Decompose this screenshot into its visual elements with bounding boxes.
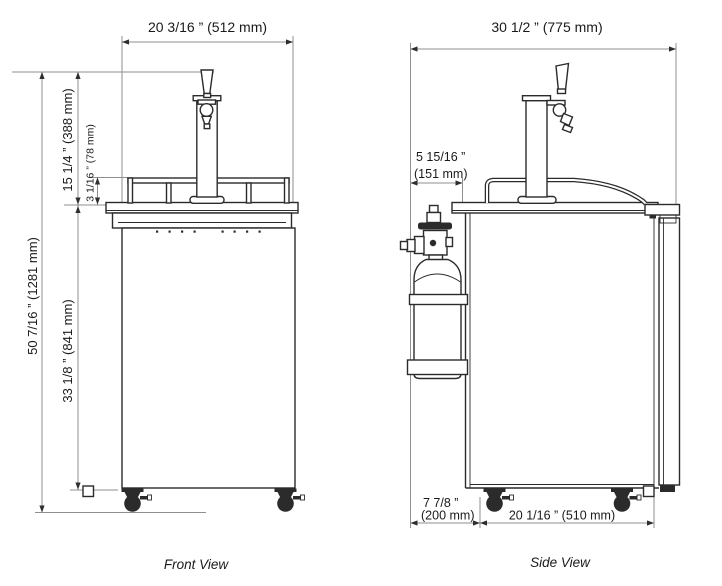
hinge-pin	[649, 214, 656, 219]
dim-label-total-height: 50 7/16 ” (1281 mm)	[25, 237, 40, 355]
tank-shoulder-seam	[414, 273, 461, 283]
faucet-body	[199, 102, 214, 117]
tap-handle-ferrule	[556, 88, 567, 95]
door-panel	[121, 227, 296, 489]
vent-holes	[156, 230, 261, 233]
arrowhead	[410, 180, 418, 186]
caster	[483, 488, 514, 512]
caster	[611, 488, 642, 512]
regulator-stem	[426, 211, 442, 224]
front-view-label: Front View	[164, 557, 230, 572]
arrowhead	[75, 72, 81, 79]
arrowhead	[669, 46, 676, 52]
regulator-stem-top	[428, 204, 439, 214]
arrowhead	[39, 72, 45, 79]
side-cabinet	[451, 201, 659, 489]
arrowhead	[94, 177, 101, 185]
arrowhead	[75, 206, 81, 213]
dim-label-tower-height: 15 1/4 ” (388 mm)	[60, 88, 75, 191]
door-top-cap	[644, 203, 681, 216]
tap-handle	[200, 69, 214, 95]
caster	[121, 488, 152, 512]
arrowhead	[75, 197, 81, 205]
co2-tank-assembly	[399, 204, 469, 380]
side-tap-tower	[517, 62, 574, 205]
dim-label-rear-clearance-in: 7 7/8 ”	[423, 496, 458, 510]
tap-handle	[555, 62, 570, 93]
tap-handle-ferrule	[203, 92, 212, 99]
front-view: 20 3/16 ” (512 mm) 50 7/16 ” (1281 mm) 1…	[12, 19, 305, 572]
arrowhead	[122, 39, 129, 45]
rail-post	[165, 182, 172, 204]
tank-strap-upper	[408, 293, 469, 306]
gauge-collar	[413, 235, 425, 255]
arrowhead	[94, 197, 101, 205]
rail-tube-outer	[484, 177, 648, 206]
counter-top	[451, 201, 659, 214]
front-tap-tower	[189, 69, 225, 205]
rail-post	[283, 177, 290, 204]
dim-label-rail-height: 3 1/16 ” (78 mm)	[85, 124, 97, 202]
dim-label-cabinet-height: 33 1/8 ” (841 mm)	[60, 299, 75, 402]
front-cabinet	[105, 201, 299, 489]
front-casters	[121, 488, 305, 512]
regulator-t-handle	[418, 222, 452, 230]
faucet-body	[552, 103, 567, 117]
arrowhead	[39, 505, 45, 513]
dim-label-cabinet-depth: 20 1/16 ” (510 mm)	[509, 509, 615, 523]
tower-column	[525, 99, 548, 198]
datum-square	[642, 485, 655, 498]
rail-tube-inner	[486, 179, 647, 205]
regulator-outlet	[445, 236, 454, 248]
faucet-tip	[203, 123, 211, 130]
side-guard-rail	[484, 177, 648, 206]
dim-label-tank-clearance-in: 5 15/16 ”	[416, 150, 465, 164]
counter-top	[105, 201, 299, 214]
arrowhead	[410, 520, 418, 526]
gauge-mid	[406, 238, 416, 253]
tower-cap	[521, 94, 552, 102]
side-casters	[483, 485, 655, 512]
arrowhead	[75, 482, 81, 490]
arrowhead	[473, 520, 480, 526]
side-view-label: Side View	[530, 555, 591, 570]
door-hinge-step	[659, 214, 677, 224]
arrowhead	[647, 520, 654, 526]
side-door	[644, 203, 681, 492]
dim-label-rear-clearance-mm: (200 mm)	[421, 509, 474, 523]
side-view: 30 1/2 ” (775 mm) 5 15/16 ” (151 mm) 7 7…	[399, 19, 681, 570]
arrowhead	[455, 180, 463, 186]
gauge-tip	[399, 240, 409, 251]
tank-bracket-lower	[406, 359, 469, 376]
arrowhead	[286, 39, 293, 45]
dim-label-front-width: 20 3/16 ” (512 mm)	[148, 19, 267, 35]
datum-square	[82, 485, 95, 498]
regulator-dial	[429, 239, 437, 247]
rail-post	[245, 182, 252, 204]
faucet-spout	[559, 112, 574, 127]
dim-label-tank-clearance-mm: (151 mm)	[414, 167, 467, 181]
door-slab	[658, 217, 681, 486]
side-dimension-lines	[410, 43, 677, 528]
caster	[274, 488, 305, 512]
arrowhead	[410, 46, 418, 52]
arrowhead	[480, 520, 487, 526]
dim-label-side-width: 30 1/2 ” (775 mm)	[491, 19, 602, 35]
handle-recess	[111, 212, 293, 229]
faucet-tip	[561, 123, 574, 134]
door-bottom-hinge	[660, 485, 675, 492]
front-dimension-lines	[12, 36, 294, 513]
tank-body	[413, 258, 462, 380]
rail-post	[127, 177, 134, 204]
